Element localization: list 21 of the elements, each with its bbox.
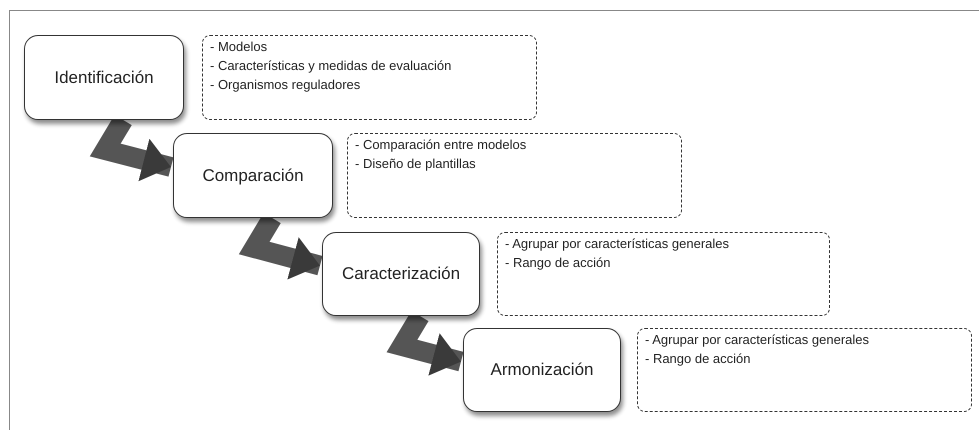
step-label: Identificación [54, 66, 154, 89]
step-box [322, 232, 480, 316]
step-label: Caracterización [342, 263, 460, 286]
note-item: - Rango de acción [645, 350, 752, 368]
note-item: - Características y medidas de evaluación [210, 57, 452, 75]
note-item: - Diseño de plantillas [355, 155, 477, 173]
note-item: - Agrupar por características generales [645, 331, 870, 349]
notes-box [637, 328, 972, 412]
step-box [24, 35, 184, 120]
note-item: - Organismos reguladores [210, 76, 362, 94]
step-box [173, 133, 333, 218]
step-label: Comparación [202, 164, 304, 187]
notes-box [202, 35, 537, 120]
note-item: - Comparación entre modelos [355, 136, 528, 154]
note-item: - Modelos [210, 38, 268, 56]
notes-box [347, 133, 682, 218]
notes-box [497, 232, 830, 316]
note-item: - Rango de acción [505, 254, 612, 272]
step-label: Armonización [490, 359, 594, 382]
step-box [463, 328, 621, 412]
note-item: - Agrupar por características generales [505, 235, 730, 253]
